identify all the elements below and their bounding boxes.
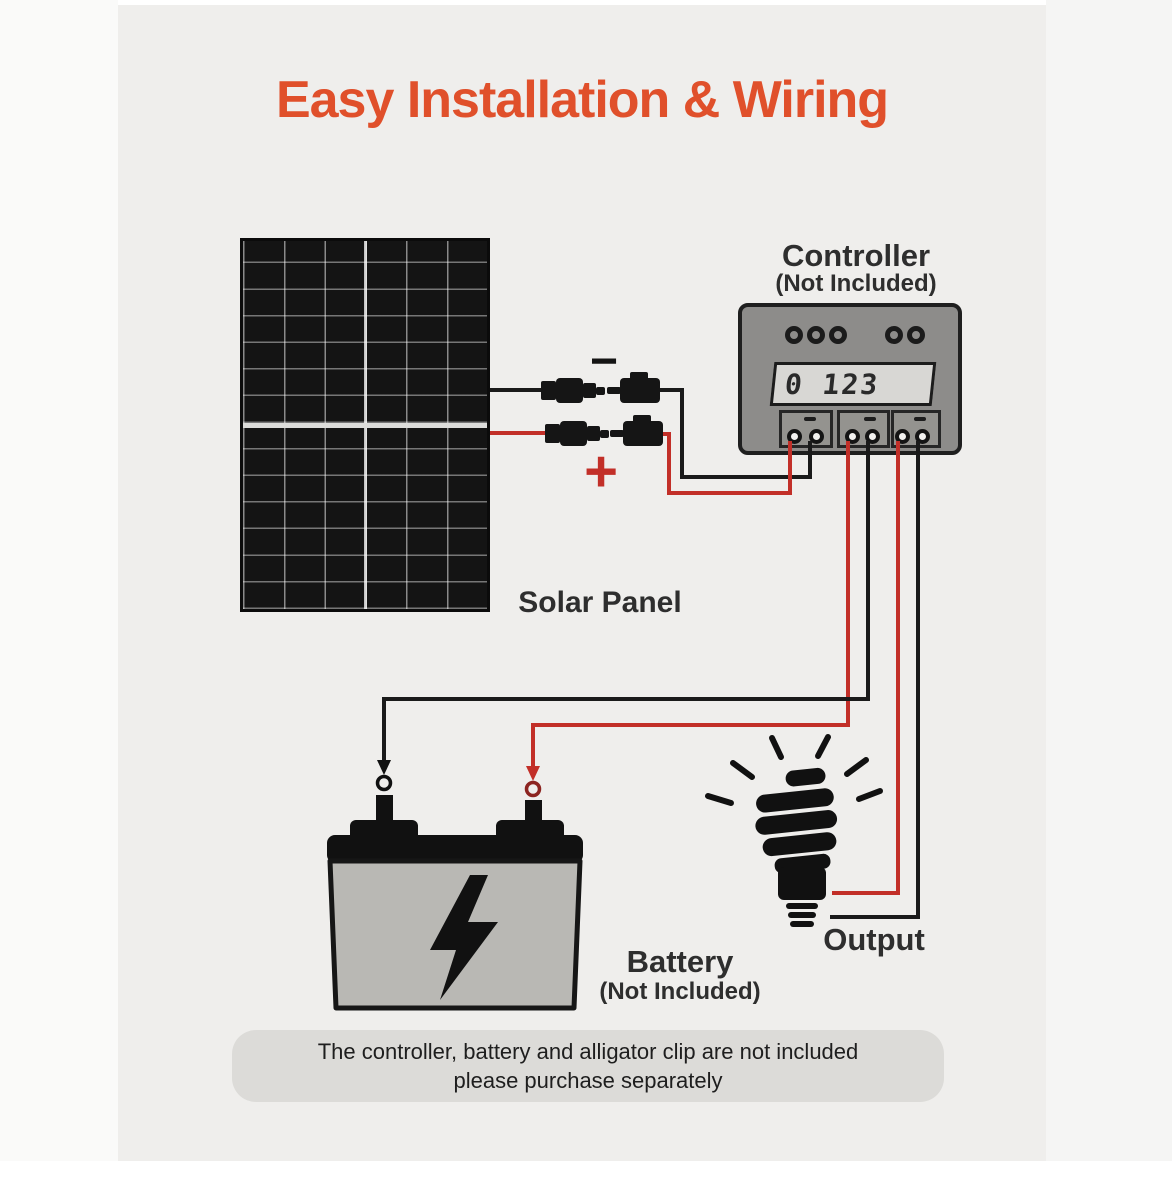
- lightning-bolt-icon: [430, 875, 498, 1000]
- battery-positive-wire: [531, 441, 850, 768]
- terminal-screw-icon: [787, 429, 802, 444]
- battery-top-cap: [327, 835, 583, 863]
- positive-clip-ring-icon: [524, 780, 542, 798]
- controller-label: Controller: [781, 238, 931, 273]
- light-bulb-icon: [705, 734, 883, 927]
- terminal-screw-icon: [809, 429, 824, 444]
- mc4-female-positive-icon: [545, 421, 609, 446]
- solar-negative-wire: [656, 388, 812, 479]
- controller-led-icon: [829, 326, 847, 344]
- controller-led-icon: [785, 326, 803, 344]
- wires: [382, 388, 920, 919]
- minus-mark-icon: [804, 417, 816, 421]
- positive-symbol: +: [584, 439, 618, 504]
- mc4-female-negative-icon: [541, 378, 605, 403]
- bulb-spiral: [755, 767, 838, 874]
- terminal-screw-icon: [915, 429, 930, 444]
- bulb-rays-icon: [705, 734, 883, 806]
- battery-image: [327, 795, 583, 1011]
- bulb-base: [778, 867, 826, 900]
- negative-clip-arrow-icon: [377, 760, 391, 775]
- solar-positive-wire: [653, 432, 792, 495]
- minus-mark-icon: [864, 417, 876, 421]
- negative-symbol: −: [589, 335, 619, 388]
- battery-label: Battery: [626, 944, 734, 979]
- footer-disclaimer: The controller, battery and alligator cl…: [232, 1030, 944, 1102]
- alligator-clips: [375, 760, 542, 798]
- mc4-male-positive-icon: [610, 415, 663, 446]
- right-margin: [1046, 0, 1172, 1161]
- terminal-block-battery: [837, 410, 890, 448]
- negative-clip-ring-icon: [375, 774, 393, 792]
- mc4-connectors: [541, 372, 663, 446]
- output-positive-wire: [832, 441, 900, 895]
- battery-note: (Not Included): [599, 978, 761, 1005]
- solar-panel-image: [240, 238, 490, 612]
- terminal-screw-icon: [865, 429, 880, 444]
- solar-panel-label: Solar Panel: [518, 586, 682, 619]
- terminal-block-solar: [779, 410, 833, 448]
- footer-line2: please purchase separately: [453, 1068, 723, 1093]
- positive-clip-arrow-icon: [526, 766, 540, 781]
- output-negative-wire: [830, 441, 920, 919]
- footer-line1: The controller, battery and alligator cl…: [317, 1039, 859, 1064]
- terminal-screw-icon: [845, 429, 860, 444]
- mc4-male-negative-icon: [607, 372, 660, 403]
- controller-note: (Not Included): [775, 270, 937, 297]
- solar-panel-mid-band: [243, 423, 487, 428]
- controller-led-icon: [807, 326, 825, 344]
- bulb-threads: [786, 903, 818, 927]
- controller-led-icon: [885, 326, 903, 344]
- page-title: Easy Installation & Wiring: [275, 71, 889, 129]
- output-label: Output: [823, 922, 925, 957]
- controller-led-icon: [907, 326, 925, 344]
- left-margin: [0, 0, 118, 1161]
- terminal-screw-icon: [895, 429, 910, 444]
- battery-negative-wire: [382, 441, 870, 762]
- minus-mark-icon: [914, 417, 926, 421]
